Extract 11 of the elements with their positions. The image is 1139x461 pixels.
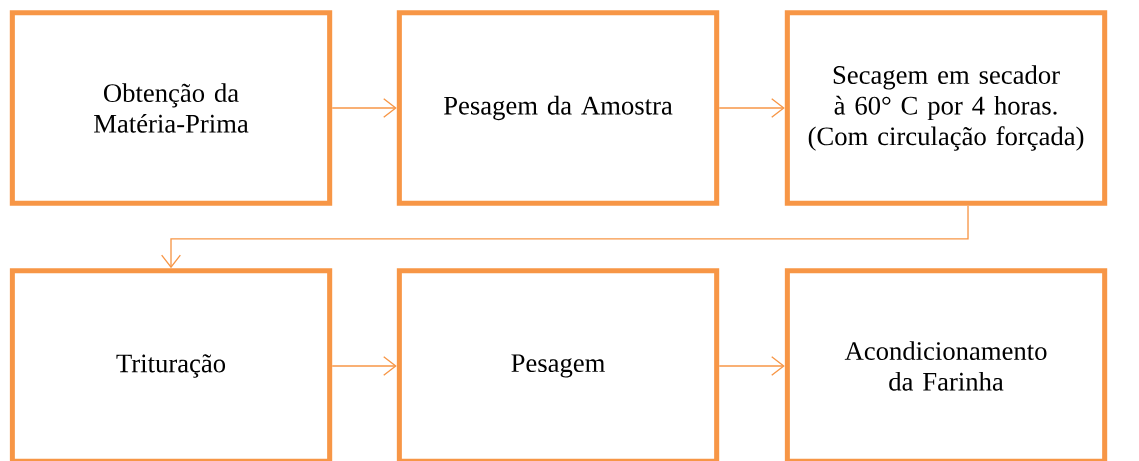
process-box: Pesagem da Amostra [396, 10, 720, 206]
process-box: Acondicionamento da Farinha [784, 268, 1108, 461]
process-box: Obtenção da Matéria-Prima [9, 10, 333, 206]
arrow [331, 356, 397, 376]
process-box: Trituração [9, 268, 333, 461]
arrow [718, 356, 785, 376]
process-box: Secagem em secador à 60° C por 4 horas. (Com circulação forçada) [784, 10, 1108, 206]
process-box: Pesagem [396, 268, 720, 461]
arrow [718, 98, 785, 118]
arrow [331, 98, 397, 118]
arrow [161, 205, 969, 269]
